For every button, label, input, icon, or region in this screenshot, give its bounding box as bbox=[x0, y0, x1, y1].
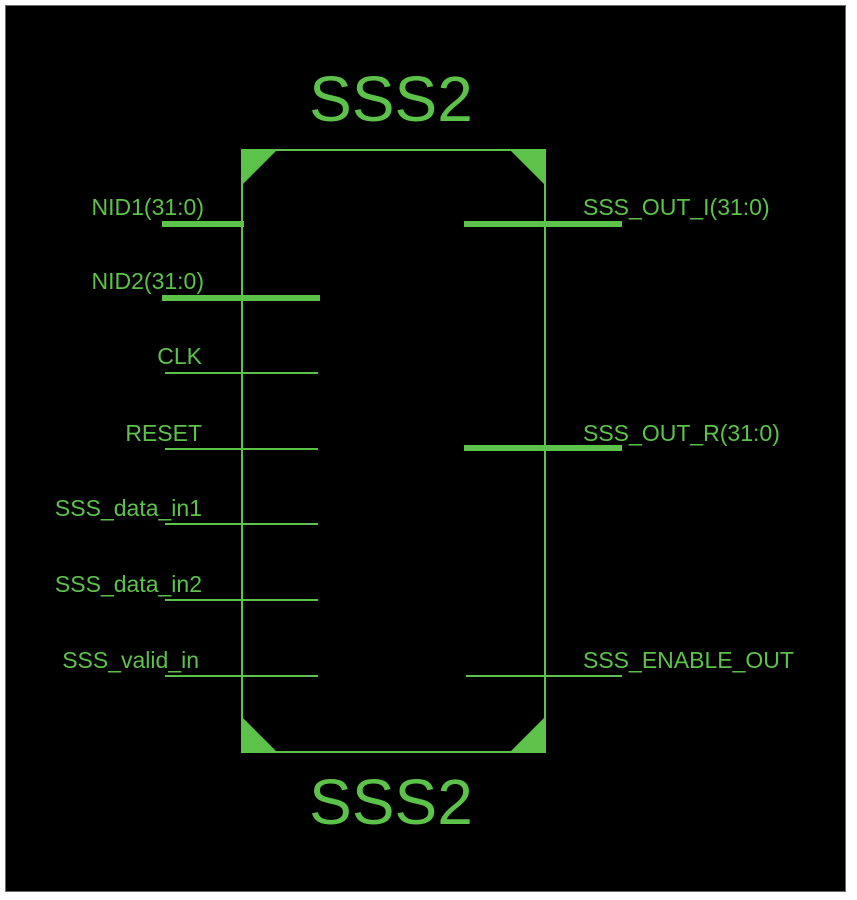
input-pin-nid1: NID1(31:0) bbox=[92, 194, 244, 227]
output-pin-sss-out-r: SSS_OUT_R(31:0) bbox=[464, 420, 780, 451]
output-pin-sss-out-i: SSS_OUT_I(31:0) bbox=[464, 194, 770, 227]
input-pin-label: NID1(31:0) bbox=[92, 194, 204, 220]
corner-marker-bottom-right bbox=[509, 716, 546, 753]
output-pin-label: SSS_ENABLE_OUT bbox=[583, 647, 794, 673]
input-pin-clk: CLK bbox=[157, 343, 318, 374]
output-pin-sss-enable-out: SSS_ENABLE_OUT bbox=[466, 647, 794, 677]
input-pin-label: RESET bbox=[125, 420, 202, 446]
input-pin-label: NID2(31:0) bbox=[92, 268, 204, 294]
corner-marker-bottom-left bbox=[241, 716, 278, 753]
input-pin-label: SSS_data_in2 bbox=[55, 571, 202, 597]
block-title-top: SSS2 bbox=[309, 63, 473, 135]
schematic-canvas bbox=[5, 5, 846, 892]
input-pin-label: SSS_data_in1 bbox=[55, 495, 202, 521]
input-pin-sss-valid-in: SSS_valid_in bbox=[62, 647, 318, 677]
input-pin-reset: RESET bbox=[125, 420, 318, 450]
corner-marker-top-right bbox=[509, 149, 546, 186]
input-pin-sss-data-in2: SSS_data_in2 bbox=[55, 571, 318, 601]
corner-marker-top-left bbox=[241, 149, 278, 186]
input-pin-sss-data-in1: SSS_data_in1 bbox=[55, 495, 318, 525]
input-pin-label: CLK bbox=[157, 343, 202, 369]
input-pin-nid2: NID2(31:0) bbox=[92, 268, 320, 301]
input-pin-label: SSS_valid_in bbox=[62, 647, 199, 673]
output-pin-label: SSS_OUT_I(31:0) bbox=[583, 194, 770, 220]
output-pin-label: SSS_OUT_R(31:0) bbox=[583, 420, 780, 446]
block-title-bottom: SSS2 bbox=[309, 766, 473, 838]
